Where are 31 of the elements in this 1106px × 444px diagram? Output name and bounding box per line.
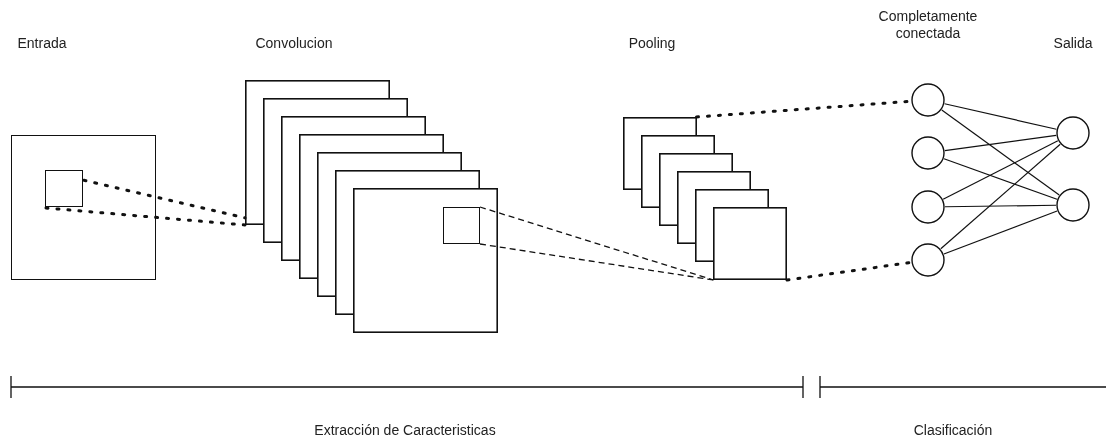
neuron-circle	[911, 190, 945, 224]
layer-label: Pooling	[628, 35, 676, 52]
projection-line	[82, 178, 247, 220]
connection-line	[942, 140, 1059, 200]
layer-label: Salida	[1053, 35, 1093, 52]
feature-map-stack	[245, 80, 498, 333]
section-label: Clasificación	[913, 422, 993, 439]
layer-label: Completamente conectada	[877, 8, 979, 42]
connection-line	[943, 158, 1058, 200]
filter-window	[45, 170, 84, 208]
neuron-circle	[911, 136, 945, 170]
projection-line	[479, 243, 715, 281]
layer-label: Convolucion	[255, 35, 333, 52]
projection-line	[44, 206, 247, 227]
section-label: Extracción de Caracteristicas	[314, 422, 496, 439]
connection-line	[943, 210, 1058, 255]
neuron-circle	[1056, 116, 1090, 150]
neuron-circle	[1056, 188, 1090, 222]
neuron-circle	[911, 83, 945, 117]
input-image	[11, 135, 156, 280]
projection-line	[785, 260, 913, 282]
connection-line	[941, 109, 1060, 196]
connection-line	[944, 134, 1057, 152]
neuron-circle	[911, 243, 945, 277]
connection-line	[944, 204, 1057, 208]
connection-line	[940, 143, 1061, 250]
filter-window	[443, 207, 480, 244]
feature-map-stack	[623, 117, 787, 280]
projection-line	[479, 206, 715, 281]
layer-label: Entrada	[17, 35, 67, 52]
connection-line	[944, 103, 1057, 130]
